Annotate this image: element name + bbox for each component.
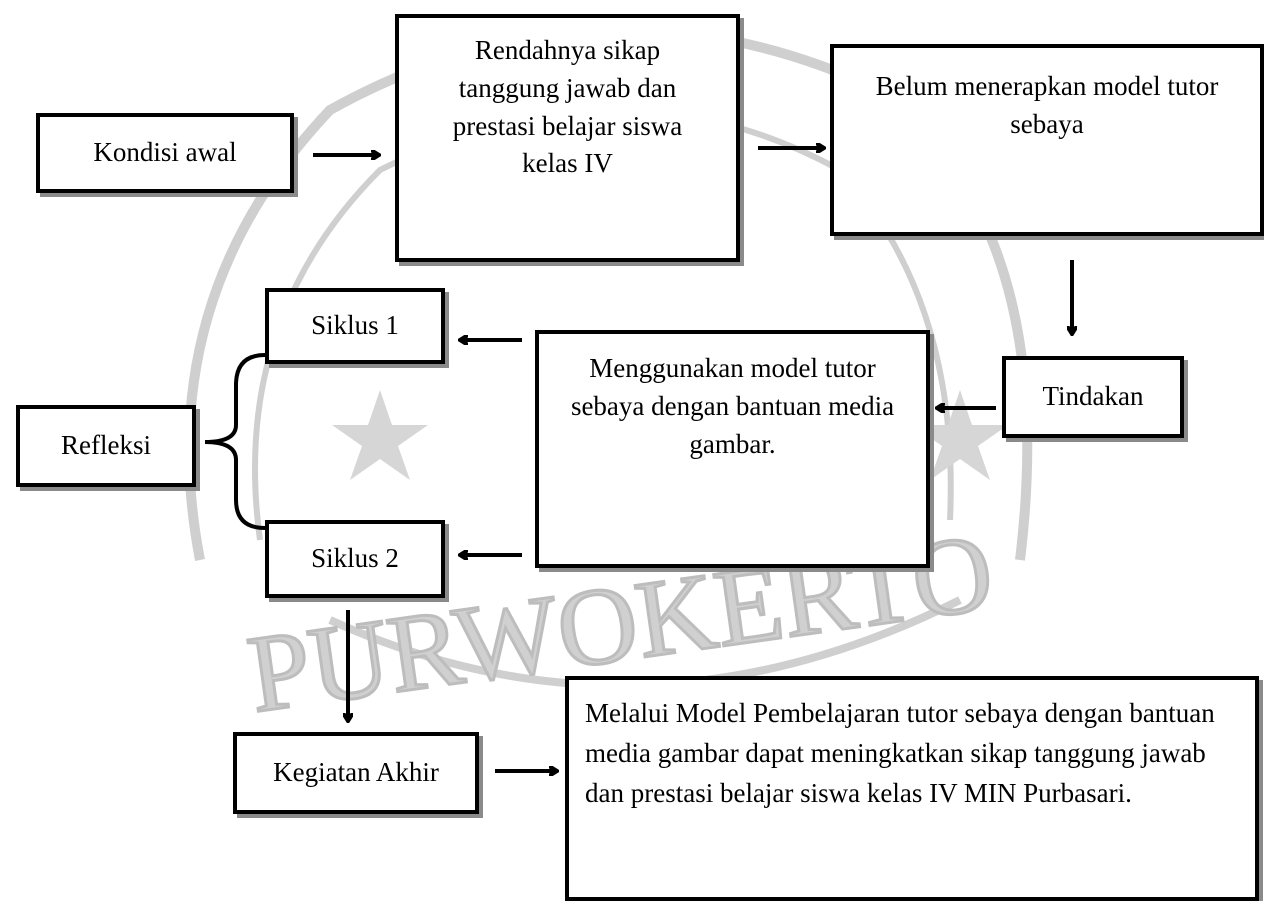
star-icon <box>912 390 1008 480</box>
node-tindakan: Tindakan <box>1002 356 1184 438</box>
node-rendahnya-label: Rendahnya sikap tanggung jawab dan prest… <box>452 35 683 179</box>
node-refleksi: Refleksi <box>16 405 196 487</box>
node-kesimpulan: Melalui Model Pembelajaran tutor sebaya … <box>565 676 1259 901</box>
node-belum-label: Belum menerapkan model tutor sebaya <box>875 71 1219 139</box>
node-kondisi-awal: Kondisi awal <box>36 113 294 193</box>
node-kesimpulan-label: Melalui Model Pembelajaran tutor sebaya … <box>585 698 1215 808</box>
node-siklus2: Siklus 2 <box>265 520 445 598</box>
node-belum: Belum menerapkan model tutor sebaya <box>830 44 1264 236</box>
node-siklus1: Siklus 1 <box>265 288 445 364</box>
node-menggunakan-label: Menggunakan model tutor sebaya dengan ba… <box>570 353 895 459</box>
node-kondisi-awal-label: Kondisi awal <box>93 137 237 168</box>
node-kegiatan-akhir-label: Kegiatan Akhir <box>273 757 439 788</box>
node-siklus2-label: Siklus 2 <box>311 543 399 574</box>
star-icon <box>332 390 428 480</box>
node-kegiatan-akhir: Kegiatan Akhir <box>233 732 479 814</box>
node-refleksi-label: Refleksi <box>61 430 151 461</box>
node-rendahnya: Rendahnya sikap tanggung jawab dan prest… <box>395 14 740 262</box>
node-tindakan-label: Tindakan <box>1042 381 1144 412</box>
node-menggunakan: Menggunakan model tutor sebaya dengan ba… <box>535 330 930 568</box>
node-siklus1-label: Siklus 1 <box>311 310 399 341</box>
